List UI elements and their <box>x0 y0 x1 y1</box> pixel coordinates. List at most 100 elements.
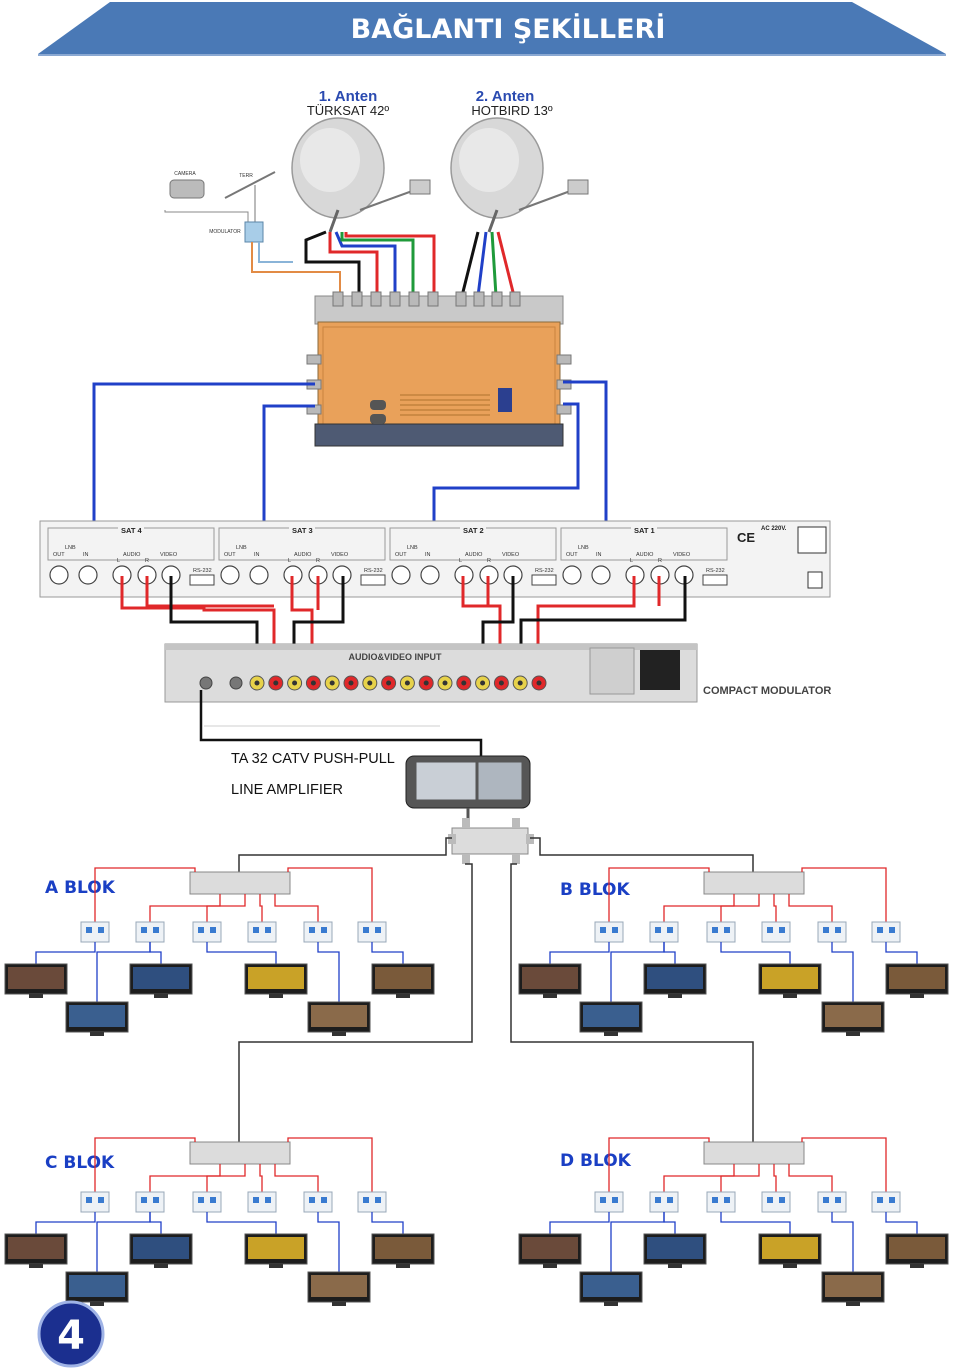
sat-section-title: SAT 1 <box>634 526 655 535</box>
rs232-port[interactable] <box>531 574 557 586</box>
rs232-label: RS-232 <box>535 568 554 574</box>
lnb-in-connector[interactable] <box>591 565 611 585</box>
sat-section-title: SAT 3 <box>292 526 313 535</box>
l-label: L <box>459 558 462 564</box>
wall-outlet-icon <box>135 921 165 943</box>
lnb-in-connector[interactable] <box>420 565 440 585</box>
wall-outlet-icon <box>192 1191 222 1213</box>
wall-outlet-icon <box>80 921 110 943</box>
wall-outlet-icon <box>817 921 847 943</box>
small-modulator-icon <box>244 221 264 243</box>
lnb-1-icon <box>409 179 431 195</box>
lnb-label: LNB <box>407 545 418 551</box>
multiswitch <box>306 291 572 447</box>
ac-label: AC 220V. <box>761 526 787 532</box>
video-label: VIDEO <box>331 552 349 558</box>
wall-outlet-icon <box>357 921 387 943</box>
lnb-in-connector[interactable] <box>78 565 98 585</box>
lnb-out-connector[interactable] <box>220 565 240 585</box>
r-label: R <box>145 558 149 564</box>
sat-section-title: SAT 2 <box>463 526 484 535</box>
wall-outlet-icon <box>303 1191 333 1213</box>
block-splitter-icon <box>189 1141 291 1165</box>
distribution-block-b: B BLOK <box>518 867 949 1036</box>
in-label: IN <box>596 552 602 558</box>
wall-outlet-icon <box>192 921 222 943</box>
compact-modulator: AUDIO&VIDEO INPUT COMPACT MODULATOR <box>164 643 831 703</box>
audio-label: AUDIO <box>465 552 483 558</box>
antenna-1-number: 1. Anten <box>319 88 378 105</box>
dvb-logo-icon <box>370 400 386 410</box>
rs232-port[interactable] <box>702 574 728 586</box>
l-label: L <box>288 558 291 564</box>
header-banner: BAĞLANTI ŞEKİLLERİ <box>38 2 946 56</box>
r-label: R <box>487 558 491 564</box>
lnb-out-connector[interactable] <box>391 565 411 585</box>
weee-bin-icon <box>807 571 823 589</box>
terr-antenna-icon <box>224 171 276 199</box>
wall-outlet-icon <box>594 921 624 943</box>
rs232-label: RS-232 <box>193 568 212 574</box>
lnb-label: LNB <box>65 545 76 551</box>
wall-outlet-icon <box>761 921 791 943</box>
r-label: R <box>316 558 320 564</box>
wall-outlet-icon <box>871 1191 901 1213</box>
wall-outlet-icon <box>303 921 333 943</box>
wall-outlet-icon <box>247 1191 277 1213</box>
audio-label: AUDIO <box>123 552 141 558</box>
page-number-circle <box>37 1300 105 1368</box>
camera-label: CAMERA <box>174 171 196 177</box>
wall-outlet-icon <box>649 1191 679 1213</box>
lnb-in-connector[interactable] <box>249 565 269 585</box>
antenna-1: 1. Anten TÜRKSAT 42º <box>291 88 431 233</box>
distribution-block-d: D BLOK <box>518 1137 949 1306</box>
out-label: OUT <box>224 552 236 558</box>
block-splitter-icon <box>189 871 291 895</box>
main-splitter <box>448 818 534 864</box>
wall-outlet-icon <box>247 921 277 943</box>
line-amplifier: TA 32 CATV PUSH-PULL LINE AMPLIFIER <box>231 751 531 826</box>
wall-outlet-icon <box>80 1191 110 1213</box>
amplifier-label-line2: LINE AMPLIFIER <box>231 782 343 798</box>
page-title: BAĞLANTI ŞEKİLLERİ <box>351 13 666 45</box>
page-number: 4 <box>57 1313 85 1359</box>
distribution-block-c: C BLOK <box>4 1137 435 1306</box>
video-label: VIDEO <box>673 552 691 558</box>
lnb-out-connector[interactable] <box>49 565 69 585</box>
lnb-label: LNB <box>236 545 247 551</box>
l-label: L <box>630 558 633 564</box>
page-number-badge: 4 <box>37 1300 105 1368</box>
compact-modulator-label: COMPACT MODULATOR <box>703 685 831 697</box>
terr-antenna: TERR <box>224 171 276 225</box>
wall-outlet-icon <box>594 1191 624 1213</box>
switch-output-cables <box>92 380 608 570</box>
amplifier-label-line1: TA 32 CATV PUSH-PULL <box>231 751 395 767</box>
out-label: OUT <box>53 552 65 558</box>
audio-video-input-label: AUDIO&VIDEO INPUT <box>348 652 442 662</box>
terr-label: TERR <box>239 173 253 179</box>
vent-grille-icon <box>589 647 635 695</box>
out-label: OUT <box>395 552 407 558</box>
rf-cable <box>199 690 483 758</box>
rs232-port[interactable] <box>189 574 215 586</box>
wall-outlet-icon <box>706 921 736 943</box>
block-splitter-icon <box>703 871 805 895</box>
lnb-out-connector[interactable] <box>562 565 582 585</box>
r-label: R <box>658 558 662 564</box>
camera-icon <box>169 179 205 199</box>
hd-badge-icon <box>498 388 512 412</box>
rf-output-icon <box>199 676 213 690</box>
antenna-2-name: HOTBIRD 13º <box>471 103 553 118</box>
l-label: L <box>117 558 120 564</box>
rf-test-icon <box>229 676 243 690</box>
wall-outlet-icon <box>761 1191 791 1213</box>
rs232-port[interactable] <box>360 574 386 586</box>
power-inlet-icon <box>640 650 680 690</box>
wall-outlet-icon <box>706 1191 736 1213</box>
antenna-2: 2. Anten HOTBIRD 13º <box>450 88 589 233</box>
